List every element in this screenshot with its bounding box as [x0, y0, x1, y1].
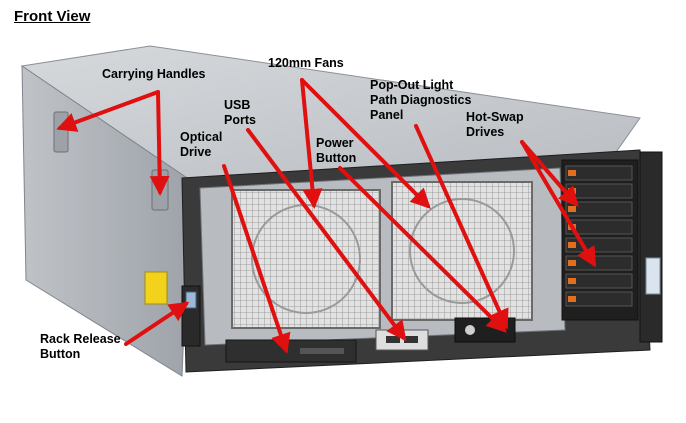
- arrow-optical-drive: [222, 164, 291, 354]
- rack-handle-right: [639, 151, 663, 343]
- warning-label: [144, 271, 168, 305]
- label-carrying-handles: Carrying Handles: [102, 67, 206, 81]
- label-light-path-panel: Pop-Out Light Path Diagnostics Panel: [370, 78, 472, 122]
- arrow-fan-right: [300, 78, 431, 209]
- label-optical-drive: Optical Drive: [180, 130, 223, 159]
- arrow-hot-swap-lower: [520, 140, 597, 268]
- arrow-hot-swap-upper: [520, 140, 579, 208]
- label-power-button: Power Button: [316, 136, 357, 165]
- arrow-usb-ports: [246, 128, 407, 342]
- arrow-fan-left: [300, 78, 323, 209]
- arrow-rack-release: [124, 301, 190, 346]
- label-usb-ports: USB Ports: [224, 98, 256, 127]
- label-rack-release-button: Rack Release Button: [40, 332, 121, 361]
- arrow-light-path-panel: [414, 124, 509, 330]
- hot-swap-drive-slots: [565, 165, 633, 307]
- page-heading: Front View: [14, 8, 91, 25]
- arrow-carrying-handle-rear: [56, 90, 160, 132]
- carrying-handle-rear: [53, 111, 69, 153]
- arrow-power-button: [338, 166, 507, 333]
- optical-drive: [225, 339, 357, 363]
- arrow-carrying-handle-front: [149, 90, 170, 196]
- label-hot-swap-drives: Hot-Swap Drives: [466, 110, 524, 139]
- power-button-shape: [465, 325, 475, 335]
- fan-right: [391, 181, 533, 321]
- label-120mm-fans: 120mm Fans: [268, 56, 344, 70]
